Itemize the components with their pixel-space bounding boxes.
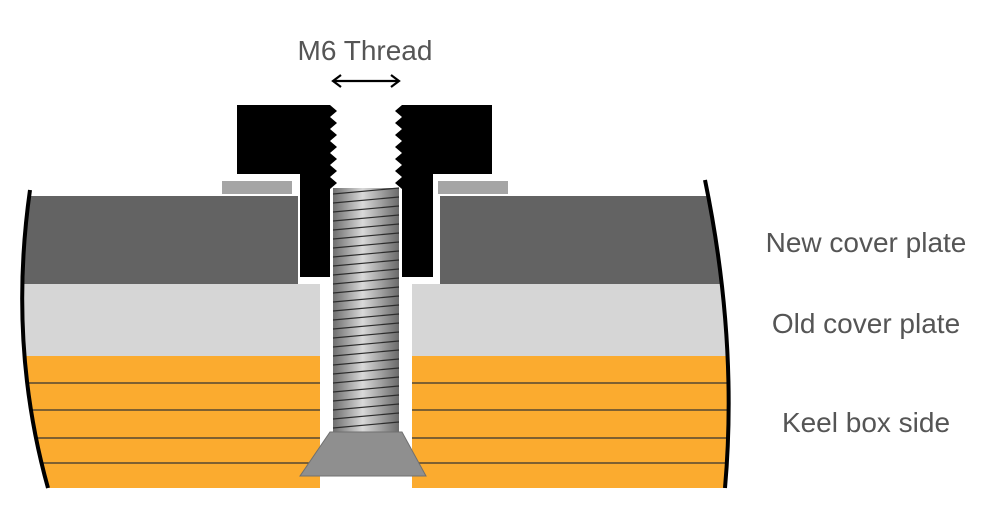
arrowhead-right — [390, 74, 401, 88]
bolt-thread-line — [332, 313, 400, 321]
bolt-thread-line — [332, 196, 400, 204]
bolt-thread-line — [332, 241, 400, 249]
countersunk-bolt — [299, 187, 427, 477]
bolt-thread-line — [332, 412, 400, 420]
arrowhead-left — [331, 74, 342, 88]
bolt-thread-line — [332, 349, 400, 357]
bolt-thread-line — [332, 376, 400, 384]
old-cover-plate-label: Old cover plate — [772, 308, 960, 339]
bolt-thread-line — [332, 259, 400, 267]
bolt-thread-line — [332, 358, 400, 366]
bolt-thread-line — [332, 277, 400, 285]
bolt-thread-line — [332, 304, 400, 312]
bolt-thread-line — [332, 367, 400, 375]
bolt-threads — [332, 187, 400, 429]
washer-right — [438, 181, 508, 194]
bolt-thread-line — [332, 214, 400, 222]
break-line-left — [20, 189, 50, 489]
new-cover-plate-label: New cover plate — [766, 227, 967, 258]
bolt-thread-line — [332, 331, 400, 339]
bolt-thread-line — [332, 340, 400, 348]
bolt-thread-line — [332, 385, 400, 393]
threaded-insert-left — [237, 105, 337, 277]
break-line-right — [703, 179, 731, 489]
new-cover-plate-left — [22, 196, 298, 284]
bolt-thread-line — [332, 403, 400, 411]
washer-left — [222, 181, 292, 194]
bolt-thread-line — [332, 268, 400, 276]
bolt-thread-line — [332, 322, 400, 330]
keel-box-side-label: Keel box side — [782, 407, 950, 438]
bolt-thread-line — [332, 205, 400, 213]
bolt-thread-line — [332, 223, 400, 231]
keel-laminate-lines — [22, 382, 729, 464]
bolt-thread-line — [332, 286, 400, 294]
bolt-thread-line — [332, 250, 400, 258]
bolt-thread-line — [332, 394, 400, 402]
thread-label: M6 Thread — [298, 35, 433, 66]
threaded-insert-right — [395, 105, 492, 277]
bolt-thread-line — [332, 295, 400, 303]
thread-dimension-arrow — [331, 74, 401, 88]
new-cover-plate-right — [440, 196, 729, 284]
bolt-thread-line — [332, 232, 400, 240]
bolt-thread-line — [332, 421, 400, 429]
bolt-thread-line — [332, 187, 400, 195]
bolt-head — [299, 431, 427, 477]
